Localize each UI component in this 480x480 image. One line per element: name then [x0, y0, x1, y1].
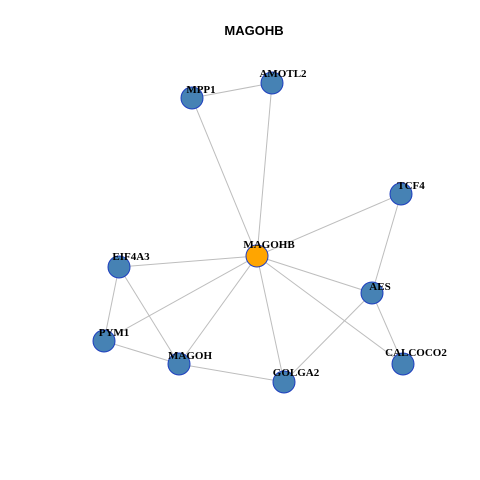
node-magoh[interactable]	[167, 352, 191, 376]
edge-magoh-golga2	[178, 363, 285, 383]
edge-pym1-magoh	[103, 340, 180, 365]
edge-mpp1-amotl2	[191, 82, 273, 99]
edge-tcf4-magohb	[256, 193, 402, 257]
node-amotl2[interactable]	[260, 71, 284, 95]
node-label-magoh: MAGOH	[168, 350, 212, 362]
nodes-layer	[92, 71, 415, 394]
edge-eif4a3-magohb	[118, 255, 258, 268]
edge-magohb-calcoco2	[256, 255, 404, 365]
edge-aes-calcoco2	[371, 292, 404, 365]
node-label-tcf4: TCF4	[397, 180, 425, 192]
node-tcf4[interactable]	[389, 182, 413, 206]
edge-magohb-pym1	[103, 255, 258, 342]
node-eif4a3[interactable]	[107, 255, 131, 279]
node-mpp1[interactable]	[180, 86, 204, 110]
node-magohb[interactable]	[245, 244, 269, 268]
node-label-amotl2: AMOTL2	[259, 68, 307, 80]
edge-eif4a3-pym1	[103, 266, 120, 342]
diagram-title: MAGOHB	[224, 23, 283, 38]
edge-mpp1-magohb	[191, 97, 258, 257]
node-calcoco2[interactable]	[391, 352, 415, 376]
node-golga2[interactable]	[272, 370, 296, 394]
edge-magohb-golga2	[256, 255, 285, 383]
node-label-eif4a3: EIF4A3	[112, 251, 150, 263]
edge-amotl2-magohb	[256, 82, 273, 257]
node-label-calcoco2: CALCOCO2	[385, 347, 447, 359]
edges-layer	[103, 82, 404, 383]
node-aes[interactable]	[360, 281, 384, 305]
node-label-aes: AES	[369, 281, 390, 293]
edge-aes-golga2	[283, 292, 373, 383]
node-label-pym1: PYM1	[99, 327, 130, 339]
edge-tcf4-aes	[371, 193, 402, 294]
node-label-magohb: MAGOHB	[243, 239, 295, 251]
edge-magohb-magoh	[178, 255, 258, 365]
node-label-mpp1: MPP1	[186, 84, 215, 96]
node-pym1[interactable]	[92, 329, 116, 353]
edge-magohb-aes	[256, 255, 373, 294]
node-label-golga2: GOLGA2	[273, 367, 320, 379]
